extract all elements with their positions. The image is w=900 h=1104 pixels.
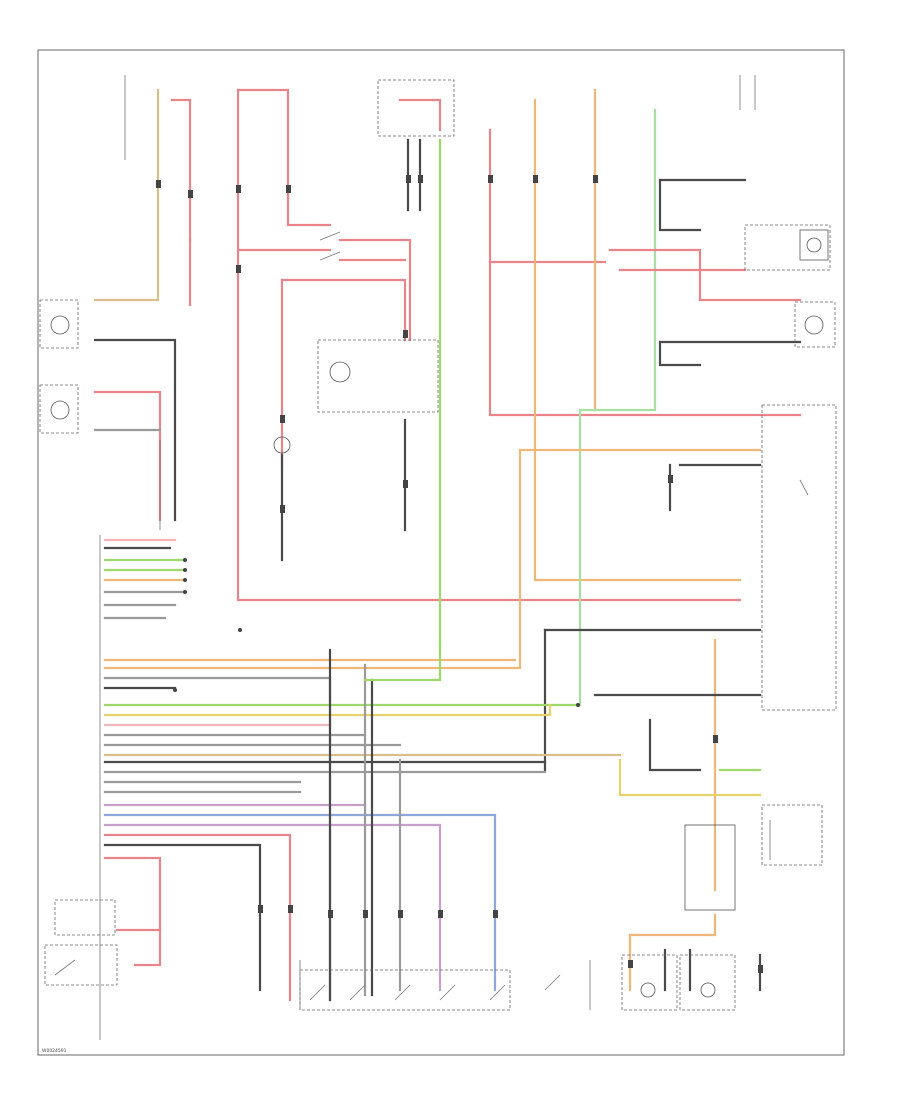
right-control-modules bbox=[518, 404, 837, 911]
headlamp-relay-circuit bbox=[236, 88, 742, 602]
rear-lamps bbox=[621, 913, 762, 1011]
right-side-lamps bbox=[608, 75, 836, 367]
dimmer-relay-icon bbox=[329, 361, 351, 383]
left-headlamp-circuit bbox=[39, 75, 192, 530]
connector-markers bbox=[156, 175, 763, 973]
diagram-border bbox=[37, 49, 845, 1056]
right-low-beam-lamp-icon bbox=[273, 436, 291, 454]
left-high-beam-lamp-icon bbox=[50, 315, 70, 335]
bottom-switches bbox=[44, 899, 591, 1011]
bottom-switch-feeders bbox=[328, 638, 442, 1002]
left-fog-lamp-icon bbox=[700, 982, 716, 998]
ignition-switch-block bbox=[377, 79, 802, 707]
left-high-beam-right-lamp-icon bbox=[804, 315, 824, 335]
right-fog-lamp-icon bbox=[640, 982, 656, 998]
diagram-code: W0024591 bbox=[42, 1048, 67, 1054]
main-connector-bus bbox=[99, 448, 622, 1040]
low-beam-relay-icon bbox=[806, 237, 822, 253]
right-high-beam-lamp-icon bbox=[50, 400, 70, 420]
